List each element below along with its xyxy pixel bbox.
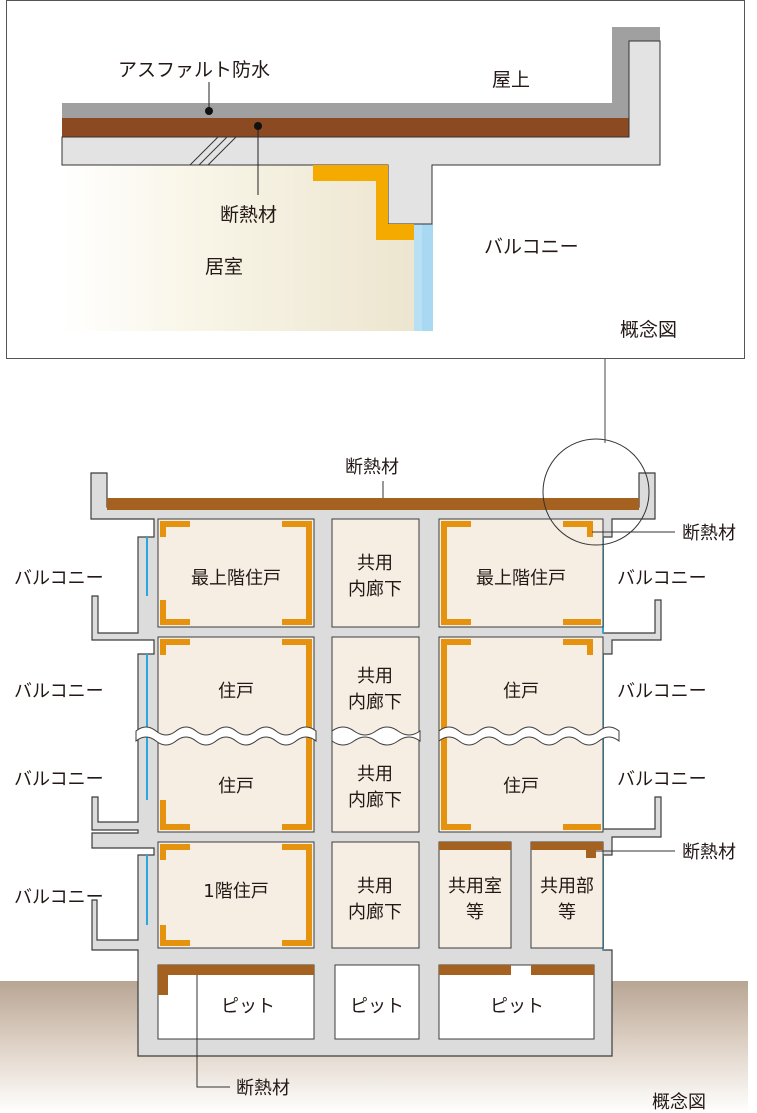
label-corridor-ground-1: 共用 (357, 876, 393, 897)
asphalt-leader-dot (205, 107, 213, 115)
detail-hatch (189, 136, 237, 166)
label-corridor-ground-2: 内廊下 (348, 902, 402, 923)
label-unit-left-upper: 住戸 (218, 681, 254, 702)
shared-room (438, 841, 512, 949)
label-right-insulation-top: 断熱材 (682, 523, 736, 544)
room-top-left (157, 518, 315, 628)
label-pit-center: ピット (350, 996, 404, 1017)
detail-window-glass-inner (414, 224, 422, 331)
label-corridor-top-1: 共用 (357, 553, 393, 574)
detail-asphalt-waterproofing (62, 27, 660, 118)
label-corridor-mid-lower-1: 共用 (357, 764, 393, 785)
left-column-rooms (157, 518, 604, 1040)
label-unit-right-lower: 住戸 (503, 776, 539, 797)
detail-room-area (62, 165, 414, 331)
label-balcony-left-4: バルコニー (14, 887, 104, 908)
label-unit-right-upper: 住戸 (503, 681, 539, 702)
label-balcony-right-2: バルコニー (617, 681, 707, 702)
label-detail-insulation: 断熱材 (220, 204, 277, 226)
label-balcony-left-1: バルコニー (14, 568, 104, 589)
break-lines (135, 726, 620, 746)
detail-beam-insulation (313, 165, 414, 240)
label-corridor-mid-upper-1: 共用 (357, 666, 393, 687)
roof-insulation (107, 498, 639, 510)
room-top-right (438, 518, 604, 628)
detail-caption: 概念図 (620, 318, 677, 341)
label-pit-insulation: 断熱材 (236, 1078, 290, 1099)
insulation-leader-dot (254, 122, 262, 130)
label-shared-room-1: 共用室 (448, 876, 502, 897)
corridor-top (331, 518, 420, 628)
label-corridor-mid-lower-2: 内廊下 (348, 790, 402, 811)
section-leader-lines (196, 481, 675, 1088)
section-caption: 概念図 (652, 1091, 706, 1113)
slab-insulation (158, 842, 603, 995)
shared-area (530, 841, 604, 949)
detail-callout-circle (542, 438, 650, 546)
label-asphalt-waterproofing: アスファルト防水 (118, 59, 270, 81)
label-pit-left: ピット (221, 996, 275, 1017)
pit-left (157, 964, 315, 1040)
detail-roof-insulation (62, 118, 629, 137)
label-shared-area-1: 共用部 (540, 876, 594, 897)
label-pit-right: ピット (490, 996, 544, 1017)
label-corridor-top-2: 内廊下 (348, 579, 402, 600)
pit-right (438, 964, 595, 1040)
label-top-floor-unit-right: 最上階住戸 (476, 568, 566, 589)
label-top-floor-unit-left: 最上階住戸 (191, 568, 281, 589)
label-first-floor-unit: 1階住戸 (203, 881, 268, 902)
label-corridor-mid-upper-2: 内廊下 (348, 692, 402, 713)
label-balcony-right-3: バルコニー (617, 769, 707, 790)
pit-center (334, 964, 420, 1040)
label-shared-area-2: 等 (558, 902, 576, 923)
label-unit-left-lower: 住戸 (218, 776, 254, 797)
label-right-insulation-bottom: 断熱材 (682, 842, 736, 863)
label-balcony-left-3: バルコニー (14, 769, 104, 790)
label-balcony-left-2: バルコニー (14, 681, 104, 702)
detail-view: アスファルト防水 屋上 断熱材 居室 バルコニー 概念図 (6, 0, 745, 359)
label-balcony-right-1: バルコニー (617, 568, 707, 589)
label-detail-balcony: バルコニー (484, 236, 579, 258)
room-ground-left (157, 841, 315, 949)
detail-concrete-slab (61, 40, 661, 225)
label-shared-room-2: 等 (466, 902, 484, 923)
label-living-room: 居室 (205, 256, 243, 278)
label-rooftop: 屋上 (492, 69, 530, 91)
section-view: 断熱材 断熱材 断熱材 断熱材 概念図 バルコニー バルコニー バルコニー バル… (0, 438, 748, 1113)
corridor-ground (331, 841, 420, 949)
label-roof-insulation: 断熱材 (345, 457, 399, 478)
